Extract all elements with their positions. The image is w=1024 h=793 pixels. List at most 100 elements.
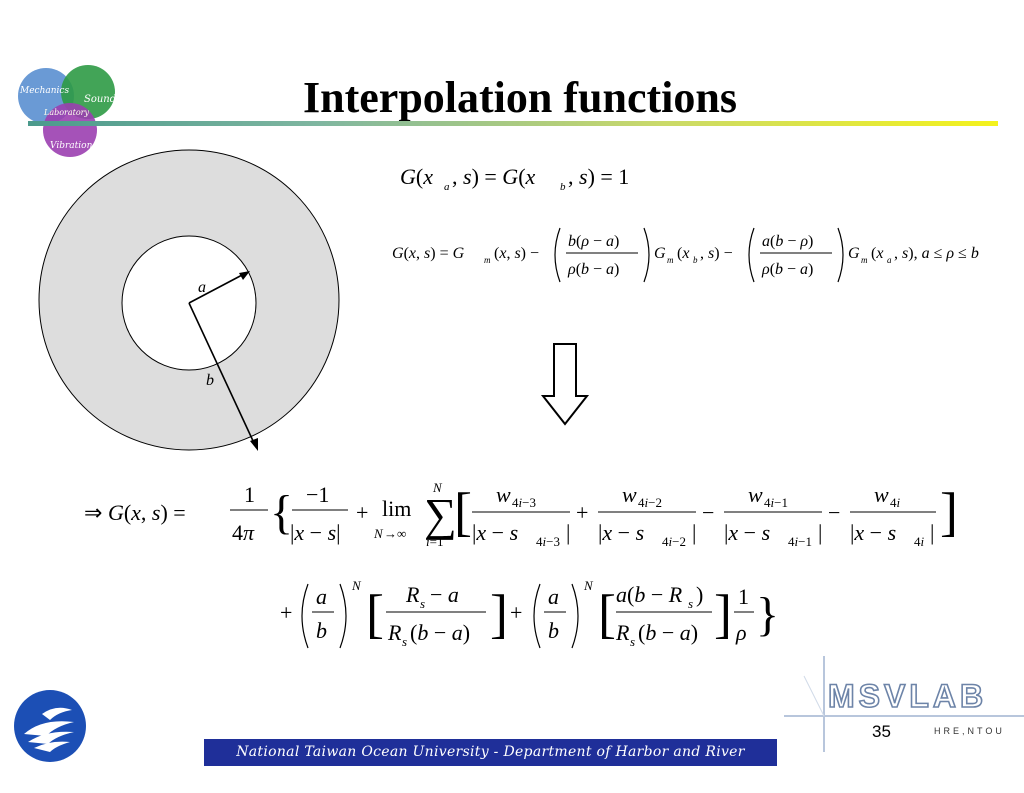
radius-a-line [188, 273, 245, 304]
slide-title: Interpolation functions [303, 73, 737, 122]
svg-text:a: a [444, 181, 450, 193]
svg-text:G: G [654, 245, 666, 262]
svg-text:4i−2: 4i−2 [662, 534, 686, 549]
svg-text:, s) = 1: , s) = 1 [568, 164, 629, 189]
msvlab-logo-subtext: HRE,NTOU [934, 726, 1005, 736]
svg-text:, s) = G(x: , s) = G(x [452, 164, 536, 189]
equation-result-line-1: ⇒ G(x, s) = 1 4π { −1 |x − s| + lim N →∞… [84, 480, 958, 549]
svg-text:G(x: G(x [400, 164, 433, 189]
logo-label-sound: Sound [84, 94, 116, 105]
svg-text:]: ] [940, 482, 958, 542]
footer-institution-banner: National Taiwan Ocean University - Depar… [204, 739, 777, 787]
svg-text:+: + [280, 600, 292, 625]
svg-text:R: R [405, 582, 420, 607]
logo-label-vibration: Vibration [50, 141, 93, 151]
svg-text:(b − a): (b − a) [638, 620, 698, 645]
equation-boundary-condition: G(x a , s) = G(x b , s) = 1 [400, 164, 629, 193]
svg-text:− a: − a [430, 582, 459, 607]
svg-text:4i−3: 4i−3 [536, 534, 560, 549]
svg-text:4i−1: 4i−1 [764, 495, 788, 510]
msvlab-logo-graphic [784, 656, 1024, 752]
svg-text:m: m [667, 255, 674, 265]
svg-text:w: w [748, 482, 763, 507]
svg-text:a: a [548, 584, 559, 609]
svg-text:{: { [270, 486, 293, 539]
radius-b-line [188, 302, 255, 444]
radius-a-label: a [198, 279, 206, 296]
svg-text:s: s [420, 596, 425, 611]
title-underline [28, 121, 998, 126]
ntou-logo-icon [14, 690, 86, 762]
svg-text:+: + [510, 600, 522, 625]
svg-text:|: | [818, 520, 822, 545]
svg-text:(b − a): (b − a) [410, 620, 470, 645]
svg-text:1: 1 [738, 584, 749, 609]
msv-logo-graphic: Mechanics Sound Laboratory Vibration [18, 65, 116, 157]
svg-text:+: + [576, 500, 588, 525]
svg-text:4i: 4i [914, 534, 925, 549]
svg-text:i=1: i=1 [426, 534, 443, 549]
svg-text:a: a [887, 255, 892, 265]
svg-text:|x − s: |x − s [850, 520, 896, 545]
logo-label-laboratory: Laboratory [43, 108, 89, 117]
svg-text:N: N [373, 526, 384, 541]
svg-text:N: N [583, 578, 594, 593]
svg-text:4π: 4π [232, 520, 255, 545]
svg-text:a(b − R: a(b − R [616, 582, 683, 607]
svg-text:4i−2: 4i−2 [638, 495, 662, 510]
svg-text:|: | [930, 520, 934, 545]
svg-text:4i−1: 4i−1 [788, 534, 812, 549]
svg-text:(x: (x [677, 245, 689, 262]
svg-text:G: G [848, 245, 860, 262]
svg-text:}: } [756, 588, 778, 641]
equation-interpolation: G(x, s) = G m (x, s) − b(ρ − a) ρ(b − a)… [392, 227, 979, 283]
svg-text:, s) −: , s) − [700, 245, 733, 262]
svg-text:1: 1 [244, 482, 255, 507]
svg-text:b: b [693, 255, 698, 265]
msv-logo: Mechanics Sound Laboratory Vibration [14, 62, 126, 162]
svg-text:ρ: ρ [735, 620, 747, 645]
svg-text:−: − [828, 500, 840, 525]
svg-text:G(x, s) = G: G(x, s) = G [392, 245, 465, 262]
svg-text:|x − s: |x − s [598, 520, 644, 545]
svg-text:): ) [696, 582, 703, 607]
svg-text:w: w [874, 482, 889, 507]
svg-text:s: s [630, 634, 635, 649]
equation-result-line-2: + a b N [ R s − a R s (b − a) ] + a b N … [280, 578, 778, 649]
svg-text:[: [ [366, 584, 384, 644]
svg-text:s: s [402, 634, 407, 649]
svg-text:→∞: →∞ [384, 526, 406, 541]
svg-text:a: a [316, 584, 327, 609]
svg-text:∑: ∑ [424, 489, 457, 540]
logo-label-mechanics: Mechanics [19, 86, 69, 96]
svg-text:[: [ [598, 584, 616, 644]
svg-text:(x, s) −: (x, s) − [494, 245, 539, 262]
down-outline-arrow-icon [540, 343, 590, 426]
svg-text:|: | [692, 520, 696, 545]
svg-text:b: b [548, 618, 559, 643]
svg-text:|: | [566, 520, 570, 545]
svg-text:w: w [496, 482, 511, 507]
svg-text:a(b − ρ): a(b − ρ) [762, 233, 813, 250]
svg-text:4i−3: 4i−3 [512, 495, 536, 510]
svg-text:m: m [861, 255, 868, 265]
radius-b-arrowhead [250, 438, 258, 451]
svg-text:s: s [688, 596, 693, 611]
svg-text:b: b [560, 181, 566, 193]
msvlab-logo-text: MSVLAB [827, 677, 988, 715]
svg-text:]: ] [714, 584, 732, 644]
svg-text:|x − s|: |x − s| [290, 520, 341, 545]
svg-text:+: + [356, 500, 368, 525]
svg-text:b: b [316, 618, 327, 643]
svg-text:ρ(b − a): ρ(b − a) [761, 261, 813, 278]
svg-text:N: N [351, 578, 362, 593]
svg-text:(x: (x [871, 245, 883, 262]
svg-text:m: m [484, 255, 491, 265]
svg-text:⇒ G(x, s) =: ⇒ G(x, s) = [84, 500, 186, 525]
svg-text:R: R [387, 620, 402, 645]
svg-text:ρ(b − a): ρ(b − a) [567, 261, 619, 278]
svg-text:, s), a ≤ ρ ≤ b: , s), a ≤ ρ ≤ b [894, 245, 979, 262]
svg-text:lim: lim [382, 496, 411, 521]
svg-text:N: N [432, 480, 443, 495]
svg-text:R: R [615, 620, 630, 645]
